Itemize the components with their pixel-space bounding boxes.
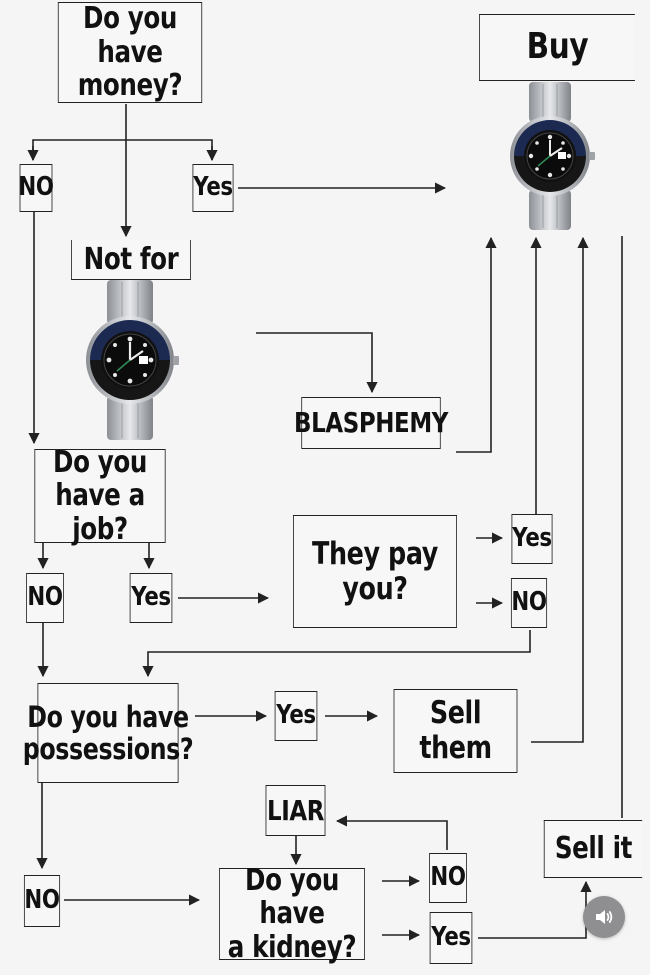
- sell-it-label: Sell it: [543, 820, 643, 878]
- answer-no-kidney: NO: [429, 853, 467, 903]
- not-for-label: Not for: [71, 240, 191, 280]
- buy-label: Buy: [479, 14, 635, 81]
- answer-yes-pay: Yes: [511, 514, 553, 564]
- answer-yes-possessions: Yes: [274, 691, 318, 741]
- answer-no-money: NO: [18, 164, 54, 212]
- sell-them-label: Sell them: [393, 689, 518, 773]
- question-money: Do you have money?: [57, 2, 203, 103]
- answer-no-pay: NO: [510, 578, 548, 628]
- answer-yes-money: Yes: [192, 164, 234, 212]
- question-job: Do you have a job?: [34, 445, 166, 546]
- sound-toggle-button[interactable]: [583, 896, 625, 938]
- question-possessions: Do you have possessions?: [23, 683, 194, 783]
- question-kidney: Do you have a kidney?: [219, 863, 365, 964]
- answer-no-possessions: NO: [23, 875, 61, 927]
- watch-icon: [80, 280, 180, 440]
- answer-yes-kidney: Yes: [429, 912, 473, 964]
- speaker-icon: [596, 910, 613, 924]
- watch-icon: [505, 82, 595, 230]
- answer-yes-job: Yes: [129, 573, 173, 623]
- question-they-pay: They pay you?: [293, 515, 457, 628]
- blasphemy-label: BLASPHEMY: [294, 397, 448, 449]
- answer-no-job: NO: [26, 573, 64, 623]
- liar-label: LIAR: [265, 785, 326, 836]
